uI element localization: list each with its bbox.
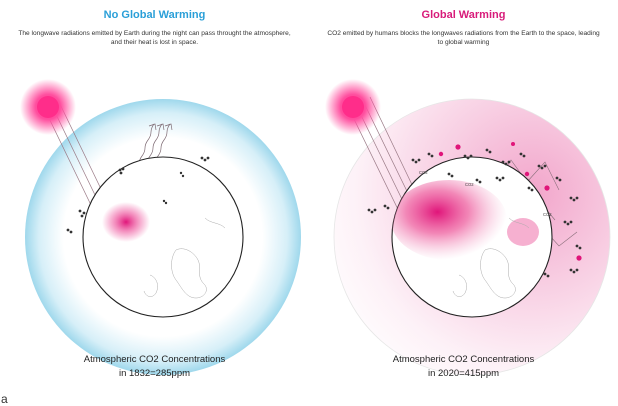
co2-label: CO2 bbox=[465, 182, 474, 187]
caption-value: in 1832=285ppm bbox=[118, 368, 191, 379]
co2-molecules bbox=[66, 156, 210, 234]
co2-molecules-highlighted bbox=[438, 142, 582, 261]
no-warming-illustration bbox=[20, 79, 301, 375]
co2-molecules bbox=[367, 148, 582, 278]
co2-concentration-caption: Atmospheric CO2 Concentrations in 2020=4… bbox=[309, 353, 618, 381]
panel-title: Global Warming bbox=[421, 9, 506, 21]
co2-label: CO2 bbox=[543, 212, 552, 217]
caption-value: in 2020=415ppm bbox=[427, 368, 500, 379]
panel-title: No Global Warming bbox=[103, 9, 206, 21]
continents bbox=[143, 217, 226, 299]
continents bbox=[452, 217, 530, 299]
earth bbox=[82, 156, 244, 318]
global-warming-illustration: CO2 CO2 CO2 bbox=[325, 79, 611, 376]
panel-no-global-warming: No Global Warming The longwave radiation… bbox=[0, 9, 309, 406]
figure-letter: a bbox=[1, 392, 8, 406]
panel-description: The longwave radiations emitted by Earth… bbox=[18, 30, 291, 46]
panel-description: CO2 emitted by humans blocks the longwav… bbox=[327, 30, 600, 46]
heat-spot bbox=[102, 202, 150, 242]
heat-spot bbox=[392, 180, 507, 260]
co2-label: CO2 bbox=[419, 170, 428, 175]
caption-line: Atmospheric CO2 Concentrations bbox=[83, 354, 226, 365]
panel-global-warming: Global Warming CO2 emitted by humans blo… bbox=[309, 0, 618, 406]
co2-concentration-caption: Atmospheric CO2 Concentrations in 1832=2… bbox=[0, 353, 309, 381]
caption-line: Atmospheric CO2 Concentrations bbox=[392, 354, 535, 365]
